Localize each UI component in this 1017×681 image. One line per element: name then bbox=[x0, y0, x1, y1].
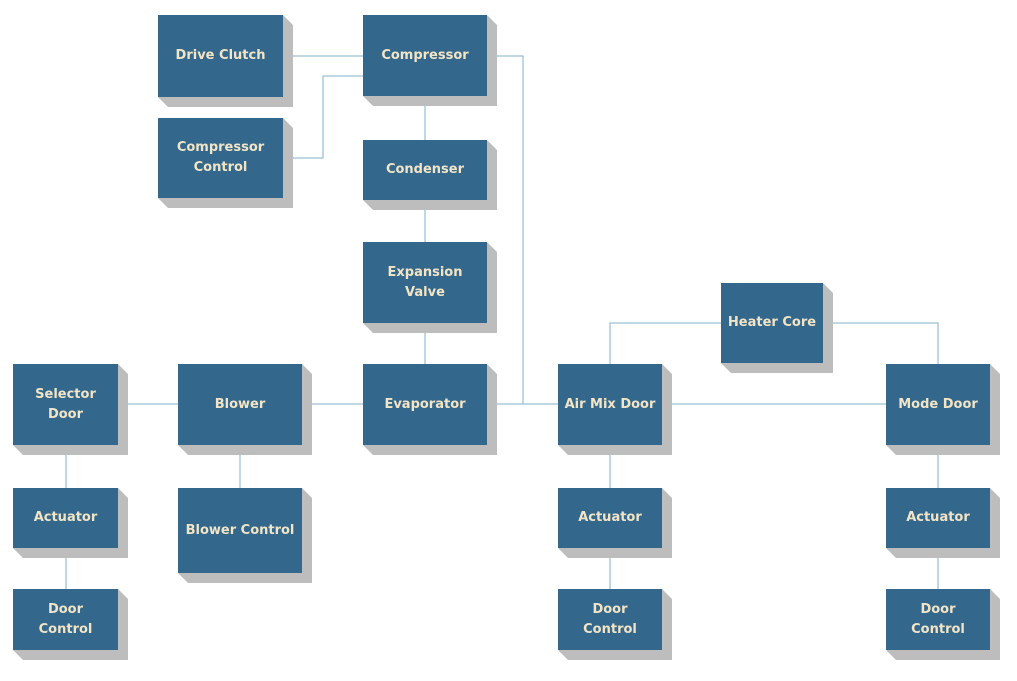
node-blower: Blower bbox=[178, 364, 302, 445]
node-label-selector-door: Selector Door bbox=[35, 386, 96, 422]
node-heater-core: Heater Core bbox=[721, 283, 823, 363]
node-door-control-left: Door Control bbox=[13, 589, 118, 650]
node-selector-door: Selector Door bbox=[13, 364, 118, 445]
node-actuator-mid: Actuator bbox=[558, 488, 662, 548]
node-label-condenser: Condenser bbox=[385, 162, 465, 177]
node-label-actuator-right: Actuator bbox=[906, 510, 970, 525]
node-mode-door: Mode Door bbox=[886, 364, 990, 445]
node-label-actuator-left: Actuator bbox=[33, 510, 98, 525]
node-label-mode-door: Mode Door bbox=[898, 396, 978, 412]
node-label-blower: Blower bbox=[214, 396, 266, 412]
node-door-control-right: Door Control bbox=[886, 589, 990, 650]
node-label-blower-control: Blower Control bbox=[185, 522, 295, 538]
node-label-drive-clutch: Drive Clutch bbox=[175, 48, 266, 63]
connector-air-mix-door--heater-core bbox=[609, 322, 721, 364]
node-label-heater-core: Heater Core bbox=[727, 315, 817, 330]
node-compressor: Compressor bbox=[363, 15, 487, 96]
connector-compressor--main-row-junction bbox=[487, 55, 524, 404]
node-drive-clutch: Drive Clutch bbox=[158, 15, 283, 97]
node-actuator-right: Actuator bbox=[886, 488, 990, 548]
node-label-door-control-left: Door Control bbox=[38, 601, 93, 637]
node-label-expansion-valve: Expansion Valve bbox=[387, 264, 463, 300]
node-expansion-valve: Expansion Valve bbox=[363, 242, 487, 323]
node-label-air-mix-door: Air Mix Door bbox=[564, 396, 656, 412]
node-label-door-control-right: Door Control bbox=[911, 601, 965, 637]
node-label-evaporator: Evaporator bbox=[384, 396, 466, 412]
node-blower-control: Blower Control bbox=[178, 488, 302, 573]
node-label-door-control-mid: Door Control bbox=[583, 601, 637, 637]
connector-compressor-control--compressor bbox=[283, 75, 363, 159]
node-compressor-control: Compressor Control bbox=[158, 118, 283, 198]
connector-heater-core--mode-door bbox=[823, 322, 939, 364]
node-door-control-mid: Door Control bbox=[558, 589, 662, 650]
node-condenser: Condenser bbox=[363, 140, 487, 200]
node-label-compressor: Compressor bbox=[381, 47, 469, 63]
node-label-compressor-control: Compressor Control bbox=[176, 140, 265, 175]
node-label-actuator-mid: Actuator bbox=[578, 510, 642, 525]
node-evaporator: Evaporator bbox=[363, 364, 487, 445]
node-actuator-left: Actuator bbox=[13, 488, 118, 548]
node-air-mix-door: Air Mix Door bbox=[558, 364, 662, 445]
